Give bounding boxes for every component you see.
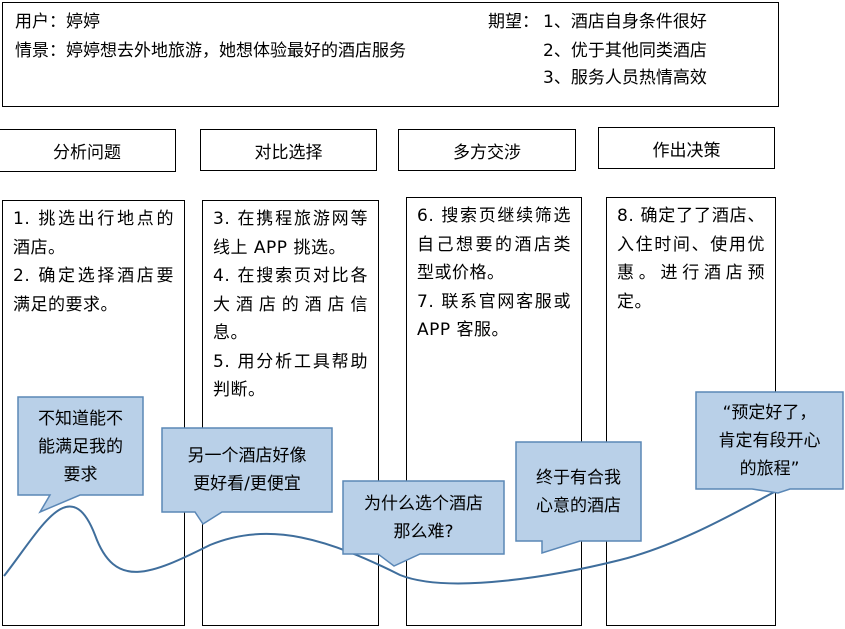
stage-compare: 对比选择: [200, 129, 377, 171]
step-text: 6. 搜索页继续筛选自己想要的酒店类型或价格。: [417, 206, 571, 283]
bubble-line: 那么难?: [393, 522, 454, 542]
speech-bubble: [17, 396, 144, 514]
step-text: 7. 联系官网客服或 APP 客服。: [417, 291, 571, 341]
bubble-line: 心意的酒店: [536, 496, 621, 516]
speech-bubble: [515, 441, 642, 555]
bubble-line: 要求: [63, 465, 98, 485]
bubble-line: 的旅程”: [739, 459, 800, 479]
bubble-line: “预定好了，: [722, 403, 817, 423]
speech-bubble: [342, 480, 505, 567]
bubble-line: 肯定有段开心: [718, 431, 821, 451]
stage-decide: 作出决策: [598, 127, 775, 169]
step-text: 5. 用分析工具帮助判断。: [213, 351, 368, 401]
bubble-line: 为什么选个酒店: [364, 494, 483, 514]
bubble-line: 不知道能不: [38, 409, 123, 429]
persona-header-box: [2, 2, 779, 107]
speech-bubble: [695, 391, 844, 494]
bubble-line: 能满足我的: [38, 437, 123, 457]
bubble-text: 终于有合我 心意的酒店: [516, 464, 641, 520]
expectation-item: 1、酒店自身条件很好: [543, 12, 707, 32]
bubble-line: 另一个酒店好像: [187, 446, 307, 466]
emotion-curve: [3, 489, 779, 585]
bubble-text: 不知道能不 能满足我的 要求: [18, 405, 143, 489]
expectation-item: 2、优于其他同类酒店: [543, 41, 707, 61]
bubble-text: 另一个酒店好像 更好看/更便宜: [162, 442, 332, 498]
speech-bubble: [161, 427, 333, 526]
scenario-text: 情景：婷婷想去外地旅游，她想体验最好的酒店服务: [15, 41, 406, 61]
stage-negotiate: 多方交涉: [398, 129, 576, 171]
bubble-text: 为什么选个酒店 那么难?: [343, 490, 504, 546]
steps-column-decide: 8. 确定了了酒店、入住时间、使用优惠。进行酒店预定。: [606, 197, 776, 626]
expectation-title: 期望：: [488, 12, 539, 32]
expectation-item: 3、服务人员热情高效: [543, 68, 707, 88]
user-label: 用户：婷婷: [15, 12, 100, 32]
steps-column-compare: 3. 在携程旅游网等线上 APP 挑选。 4. 在搜索页对比各大酒店的酒店信息。…: [202, 200, 379, 626]
bubble-line: 更好看/更便宜: [193, 474, 301, 494]
step-text: 1. 挑选出行地点的酒店。: [13, 209, 174, 258]
stage-analyze: 分析问题: [0, 129, 176, 172]
bubble-line: 终于有合我: [536, 468, 621, 488]
bubble-text: “预定好了， 肯定有段开心 的旅程”: [696, 399, 843, 483]
step-text: 2. 确定选择酒店要满足的要求。: [13, 266, 174, 315]
step-text: 4. 在搜索页对比各大酒店的酒店信息。: [213, 266, 368, 343]
step-text: 3. 在携程旅游网等线上 APP 挑选。: [213, 209, 368, 258]
step-text: 8. 确定了了酒店、入住时间、使用优惠。进行酒店预定。: [617, 206, 765, 312]
